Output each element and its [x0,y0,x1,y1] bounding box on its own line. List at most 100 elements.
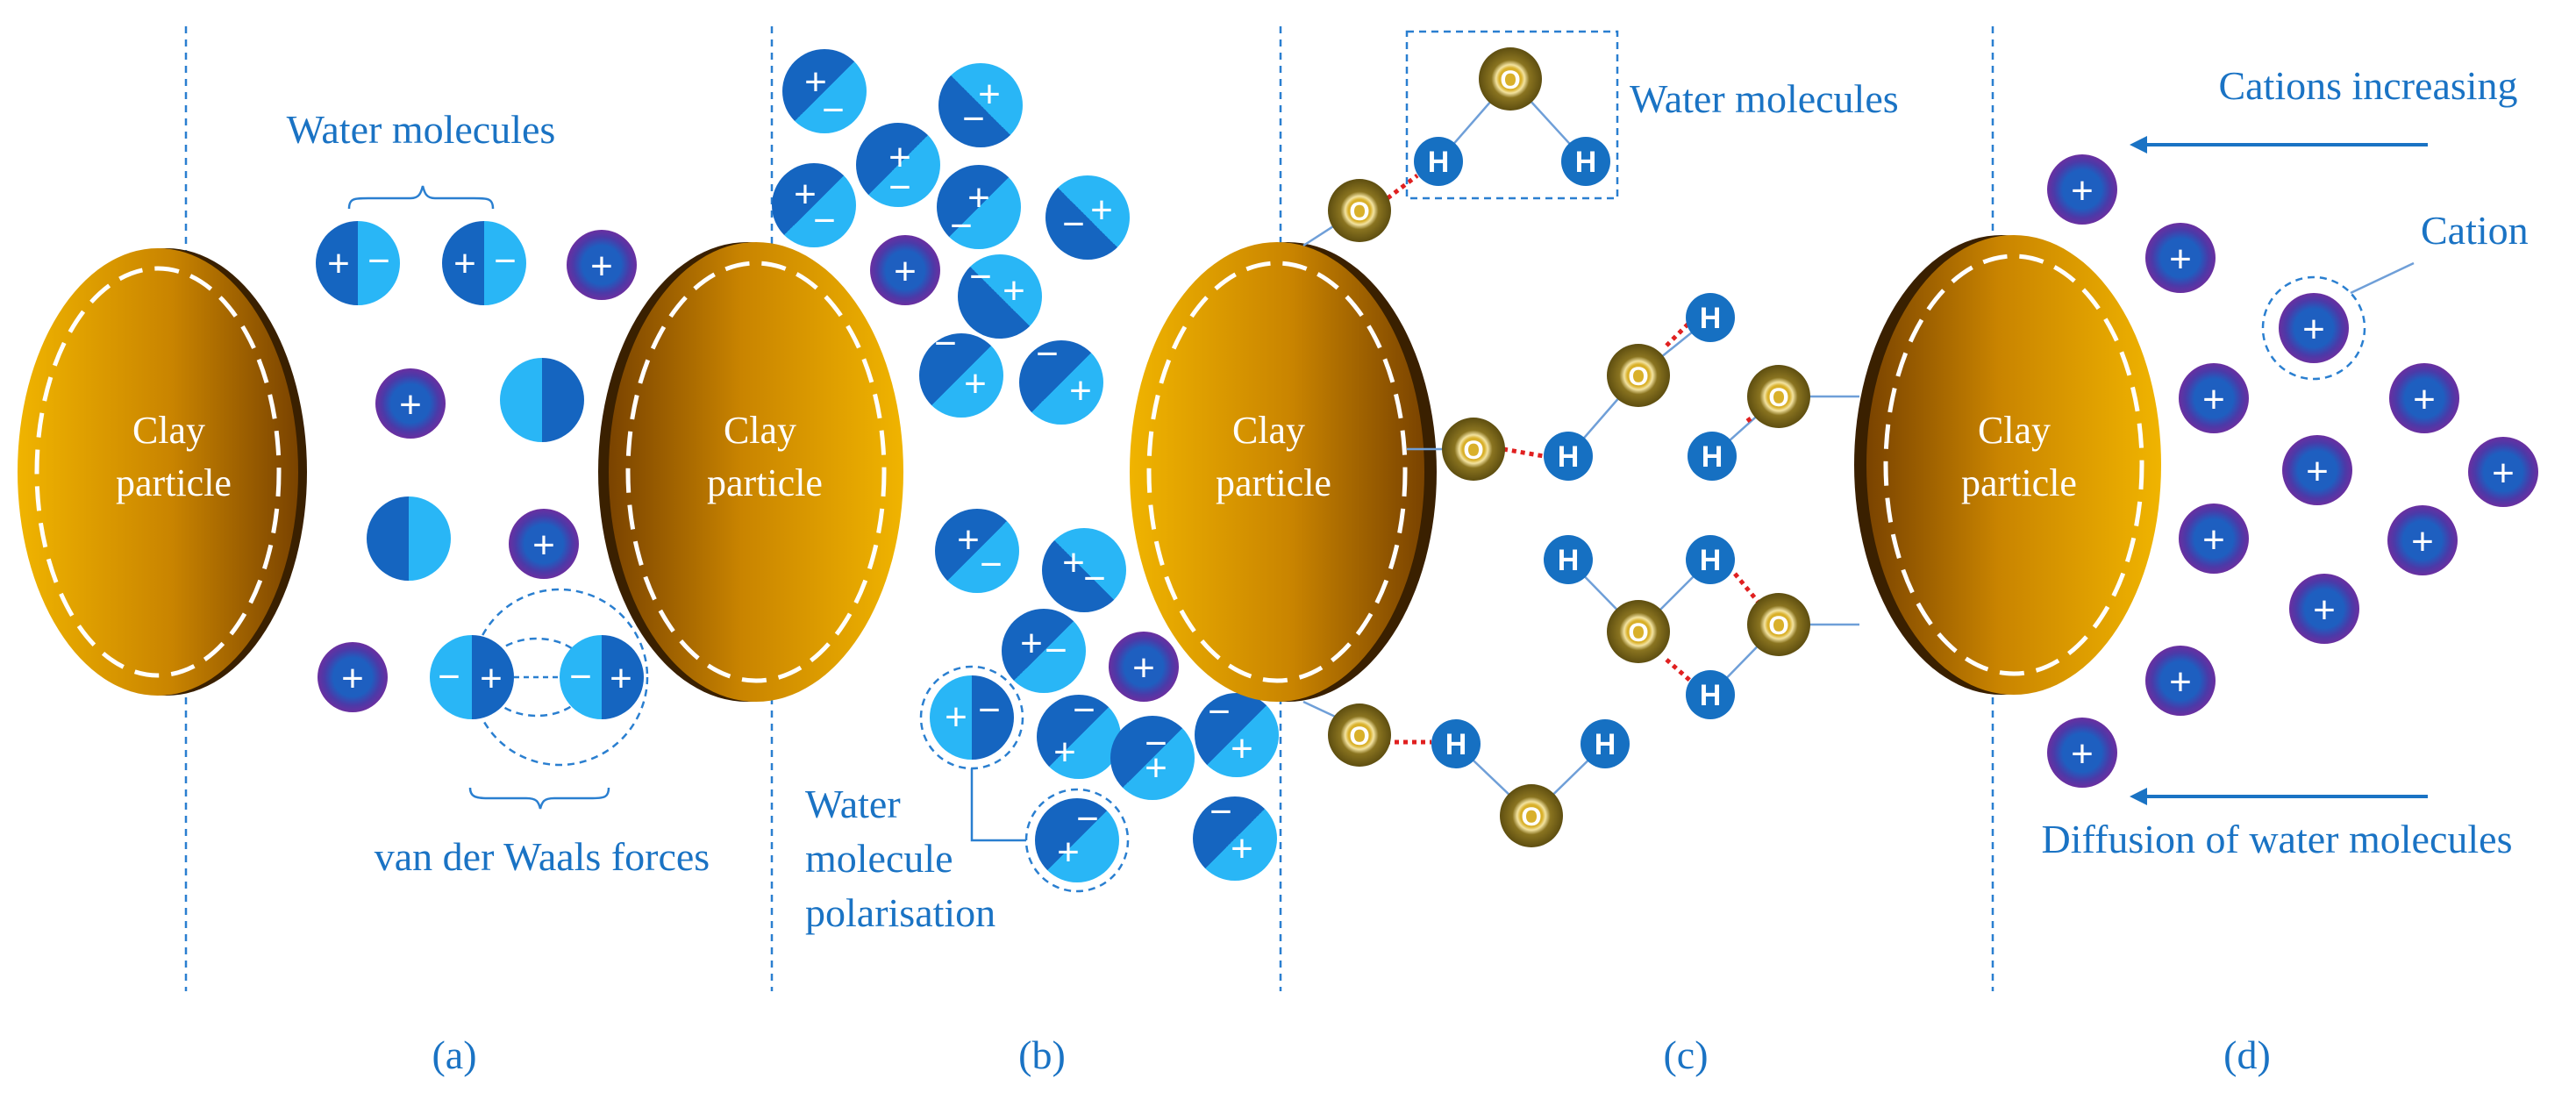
clay-label-line: Clay [1978,409,2051,452]
svg-text:H: H [1575,146,1597,179]
diffusion-label: Diffusion of water molecules [2042,817,2513,861]
water-molecule: −+ [919,322,1003,418]
svg-text:+: + [399,383,422,426]
svg-text:+: + [590,245,613,288]
water-molecule: +− [442,221,526,305]
hydrogen-atom: H [1414,137,1463,186]
svg-text:H: H [1558,544,1580,577]
svg-text:+: + [1090,189,1113,232]
svg-text:−: − [888,166,911,209]
hydrogen-atom: H [1561,137,1610,186]
hydrogen-atoms: H H H H H H H H H H [1414,137,1737,768]
polarised-water-molecule: −+ [1024,788,1130,893]
svg-text:O: O [1628,618,1648,647]
svg-text:+: + [2169,661,2192,703]
clay-particle-label: Clay particle [707,409,823,504]
svg-text:−: − [1145,722,1167,765]
water-molecule: +− [938,63,1023,147]
clay-label-line: particle [1216,461,1331,504]
svg-text:+: + [945,696,967,739]
water-molecule: +− [772,163,856,247]
hydrogen-atom: H [1544,535,1593,584]
water-molecule: −+ [1037,689,1121,779]
water-molecule: +− [782,49,867,133]
water-molecule: +− [935,509,1019,593]
svg-text:+: + [2302,308,2325,351]
polarisation-label: Water molecule polarisation [805,782,995,935]
water-molecules-brace [347,185,495,210]
svg-text:H: H [1445,728,1467,761]
highlighted-cation: + [2261,275,2366,381]
clay-particle-label: Clay particle [116,409,232,504]
water-molecule: −+ [1193,790,1277,881]
svg-text:+: + [2071,169,2094,212]
panel-caption: (a) [432,1032,476,1077]
svg-text:+: + [1003,269,1025,312]
svg-text:−: − [367,239,390,282]
svg-text:−: − [1073,689,1095,732]
hydrogen-bond-icon [1665,318,1695,347]
svg-text:−: − [569,655,592,698]
svg-text:O: O [1349,197,1369,226]
cation: + [2282,435,2352,505]
svg-text:−: − [934,322,957,365]
cation: + [2047,718,2117,788]
water-molecule: +− [937,165,1021,249]
svg-text:+: + [1069,369,1092,412]
svg-text:+: + [978,73,1001,116]
clay-particle: Clay particle [18,248,307,696]
svg-text:−: − [962,97,985,140]
clay-label-line: particle [116,461,232,504]
cation: + [870,235,940,305]
oxygen-atom: O [1328,179,1391,242]
cations-increasing-label: Cations increasing [2218,63,2517,108]
svg-text:+: + [453,242,476,285]
van-der-waals-label: van der Waals forces [375,834,710,879]
svg-text:−: − [1208,690,1231,733]
cation: + [2047,154,2117,225]
water-molecule: +− [1045,175,1130,260]
svg-text:+: + [2313,589,2336,632]
van-der-waals-pair: −+ −+ [430,588,649,767]
cation: + [509,509,579,579]
cation: + [567,230,637,300]
svg-text:−: − [978,689,1001,732]
svg-text:−: − [1210,790,1232,833]
svg-text:+: + [894,250,917,293]
polarisation-label-line: molecule [805,836,953,881]
polarised-water-molecule: +− [919,665,1024,770]
cation: + [2389,363,2459,433]
clay-label-line: Clay [1232,409,1305,452]
water-molecule: +− [316,221,400,305]
svg-text:+: + [341,657,364,700]
svg-text:+: + [1132,646,1155,689]
svg-text:−: − [1076,797,1099,840]
svg-text:+: + [1145,746,1167,789]
oxygen-atom: O [1747,593,1810,656]
clay-particle: Clay particle [1130,242,1437,702]
cation: + [2387,505,2458,575]
clay-particle: Clay particle [598,242,903,702]
water-molecule [500,358,584,442]
svg-text:+: + [1020,622,1043,665]
panel-b: +− +− +− +− +− +− + +− −+ −+ +− +− +− + … [772,49,1279,1077]
clay-particle: Clay particle [1854,235,2161,695]
oxygen-atom: O [1479,47,1542,111]
svg-text:−: − [1062,203,1085,246]
cation: + [2468,437,2538,507]
water-molecule: +− [1002,609,1086,693]
svg-text:+: + [1231,727,1253,770]
oxygen-atom: O [1607,344,1670,407]
water-molecule: −+ [1019,332,1103,425]
svg-text:H: H [1558,440,1580,474]
svg-text:−: − [950,204,973,247]
cation: + [2145,223,2216,293]
cation: + [375,368,446,439]
cation-leader-line [2350,261,2415,295]
cation: + [2179,363,2249,433]
panel-a: Clay particle Clay particle Water molecu… [18,107,903,1077]
svg-text:+: + [480,657,503,700]
svg-text:+: + [2071,732,2094,775]
polarisation-label-line: Water [805,782,901,826]
